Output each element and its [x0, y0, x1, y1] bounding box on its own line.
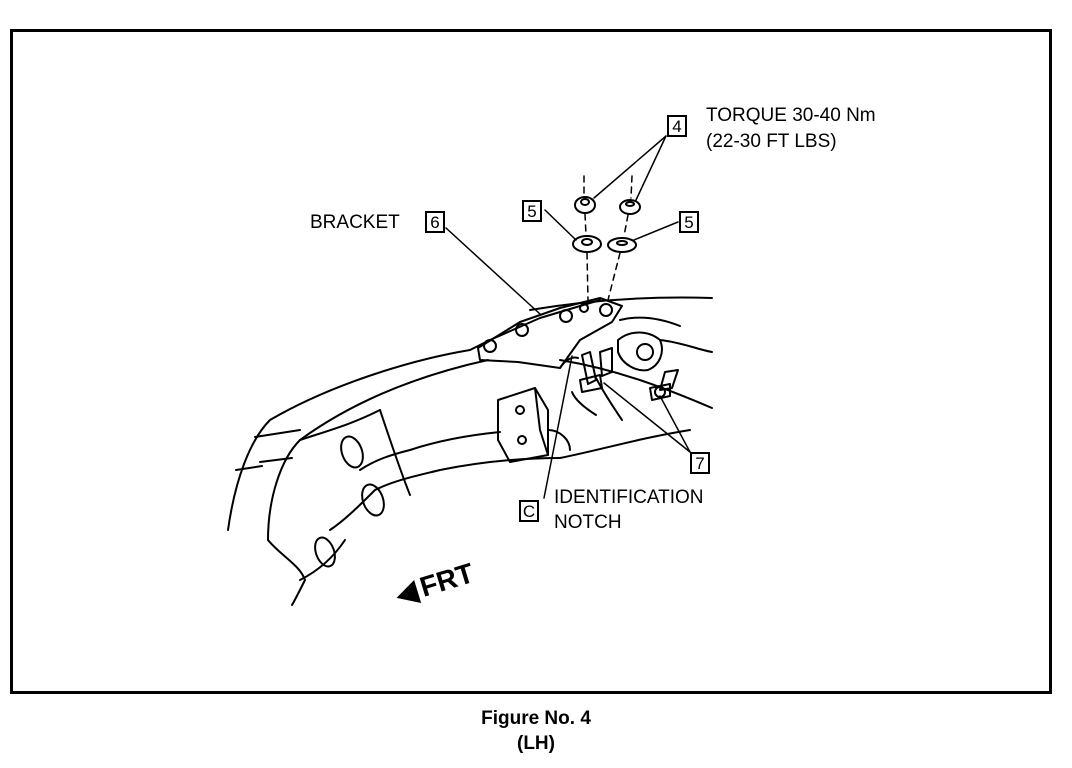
ref-box-washer-left: 5: [522, 200, 542, 222]
centerlines: [583, 175, 633, 301]
bracket-plate: [477, 297, 623, 369]
ref-box-notch: C: [519, 500, 539, 522]
bolts: [571, 347, 679, 421]
figure-caption-side: (LH): [517, 733, 555, 754]
frame-mount-pad: [497, 387, 571, 463]
identification-label-line1: IDENTIFICATION: [554, 487, 704, 508]
figure-frame: [10, 29, 1052, 694]
torque-label-line1: TORQUE 30-40 Nm: [706, 105, 876, 126]
ref-box-bracket: 6: [425, 211, 445, 233]
body-mount-bushing: [617, 316, 713, 372]
frame-rail: [227, 296, 713, 606]
identification-label-line2: NOTCH: [554, 512, 622, 533]
figure-caption: Figure No. 4: [481, 708, 591, 729]
leader-lines: [445, 135, 691, 499]
ref-box-bolt: 7: [690, 452, 710, 474]
bracket-label: BRACKET: [310, 212, 400, 233]
ref-box-nut: 4: [667, 115, 687, 137]
ref-box-washer-right: 5: [679, 211, 699, 233]
torque-label-line2: (22-30 FT LBS): [706, 131, 837, 152]
nuts-and-washers: [572, 196, 641, 253]
